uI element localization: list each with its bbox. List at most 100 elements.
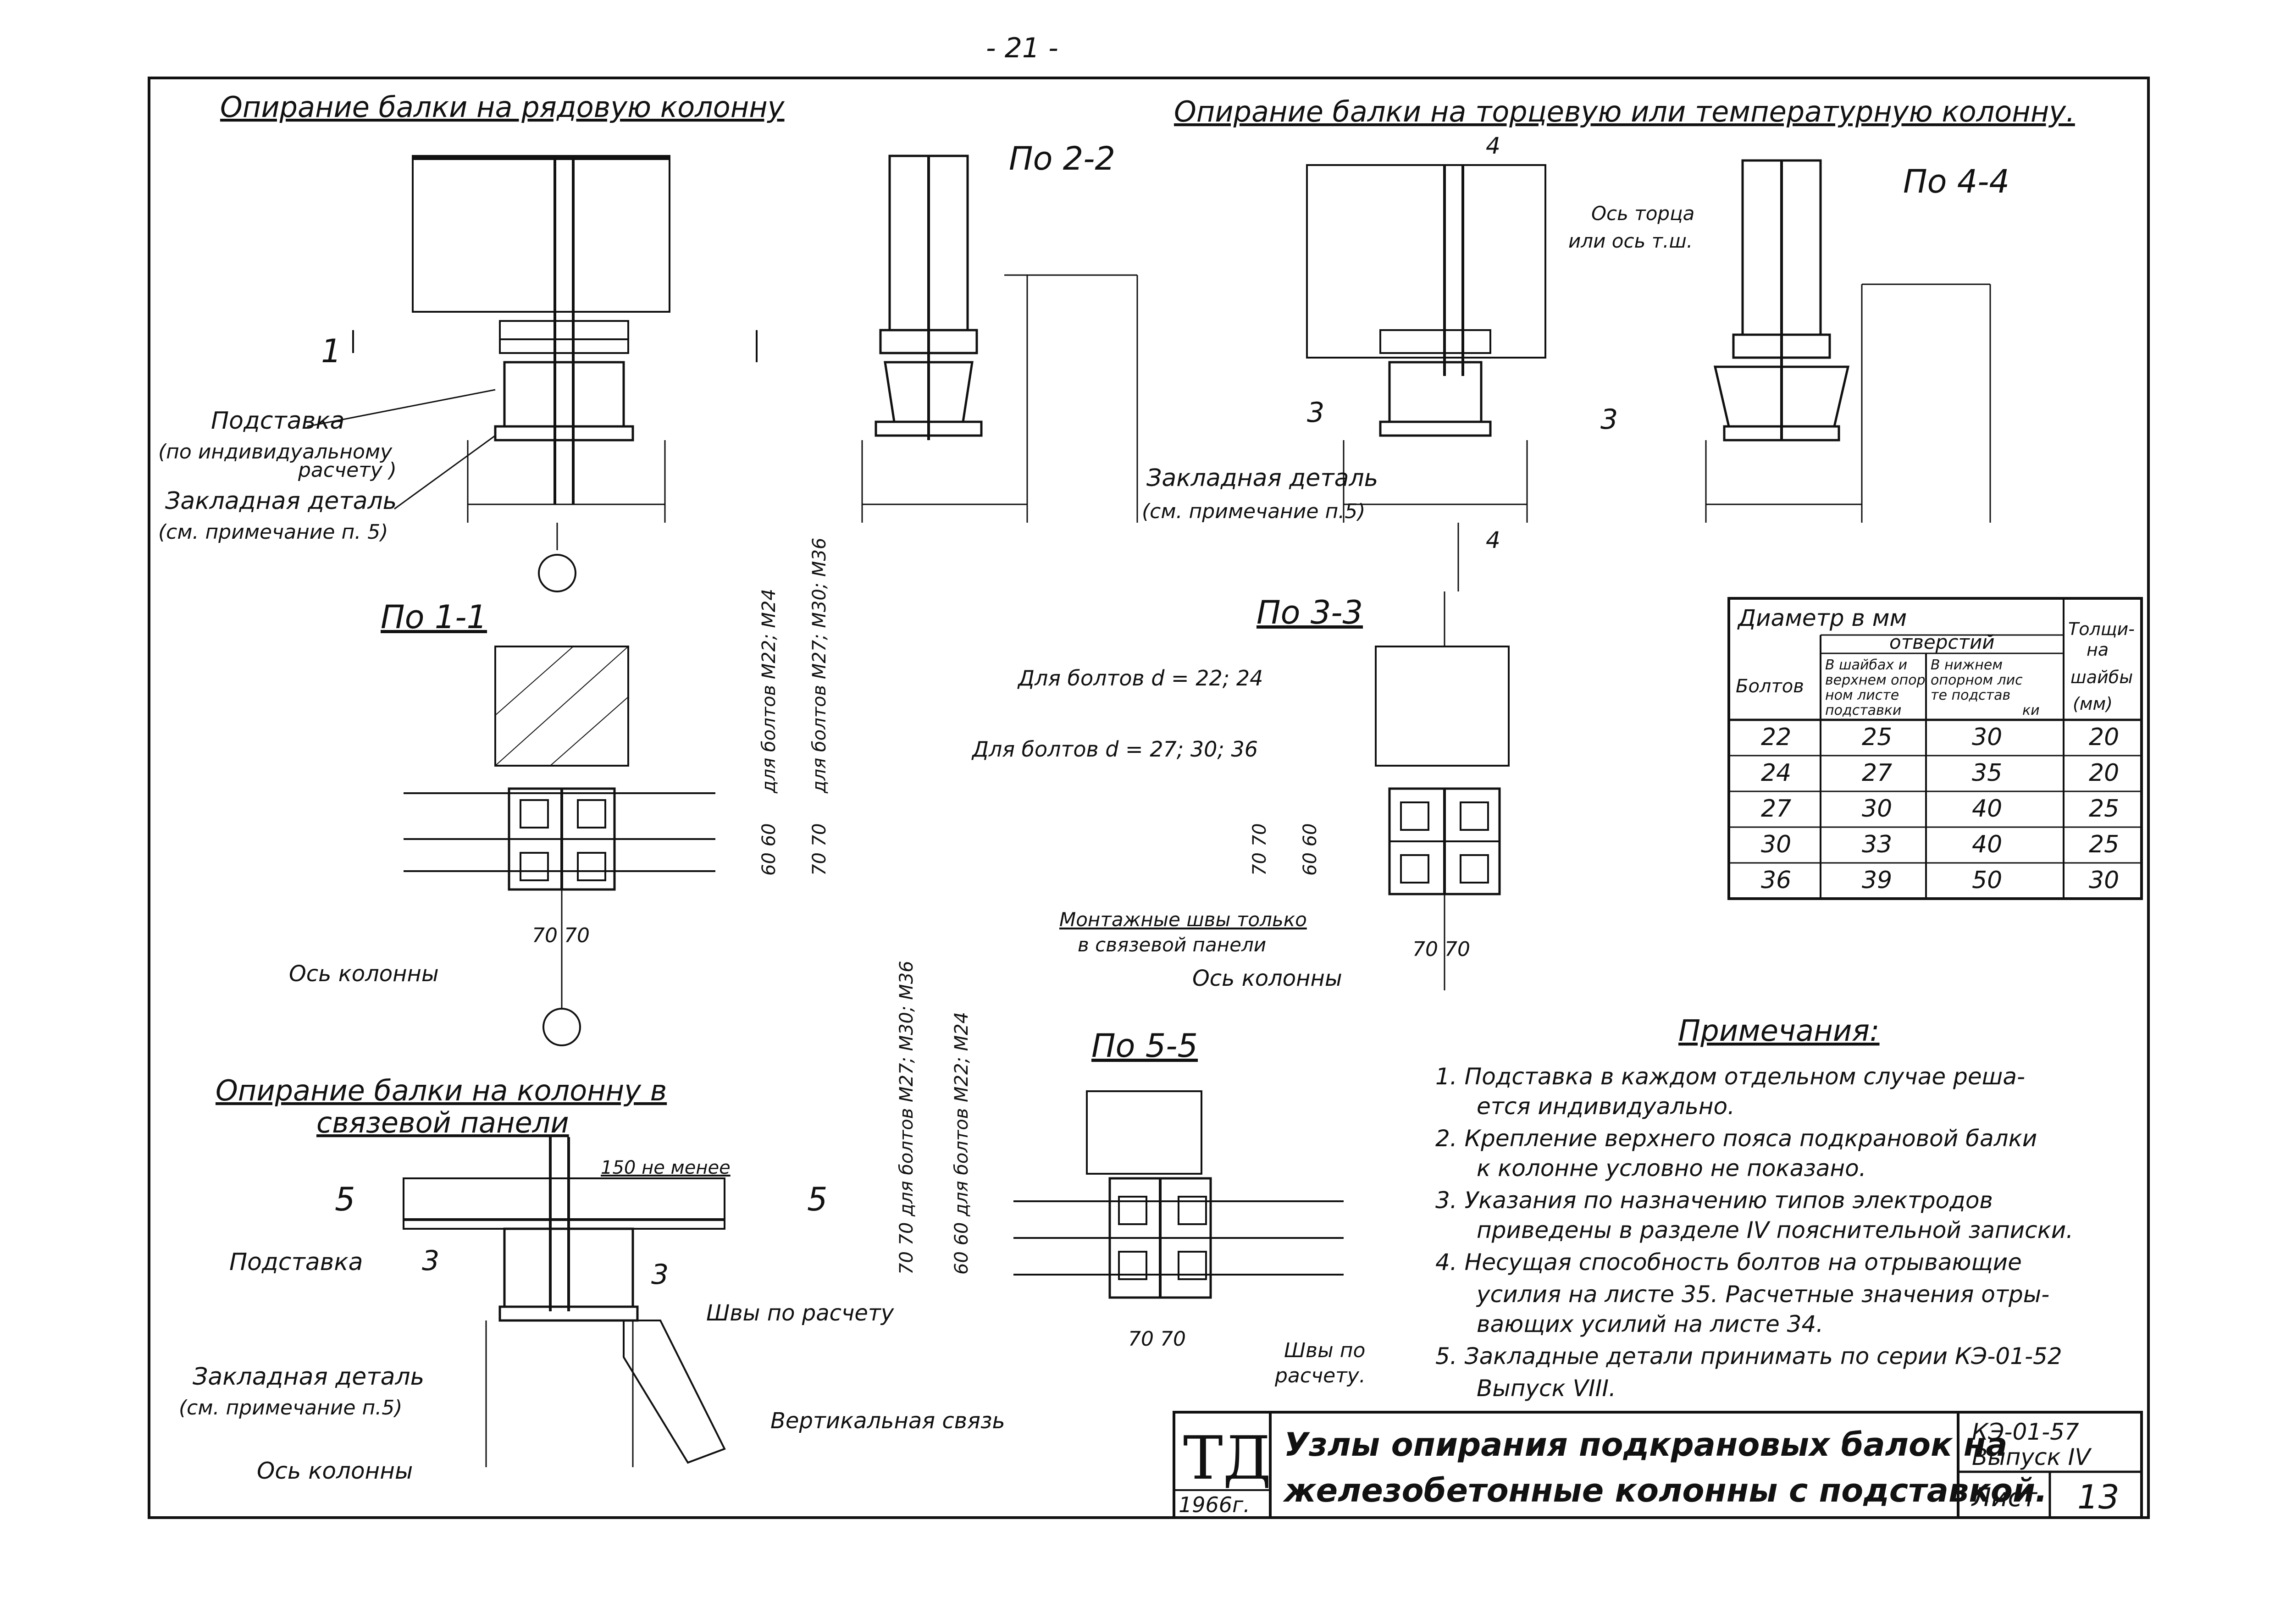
bracing-title-2: связевой панели xyxy=(316,1106,569,1139)
note-line: приведены в разделе IV пояснительной зап… xyxy=(1477,1217,2073,1243)
bracing-mark-3-right: 3 xyxy=(651,1259,669,1291)
section-1-1-dim-left: 60 60 xyxy=(758,823,780,876)
table-cell: 39 xyxy=(1862,867,1892,894)
page-number: - 21 - xyxy=(986,32,1058,64)
end-embedded-label: Закладная деталь xyxy=(1146,464,1378,492)
note-line: ется индивидуально. xyxy=(1477,1093,1735,1120)
stamp-sheet-number: 13 xyxy=(2077,1478,2120,1516)
table-col3-line4: ки xyxy=(2022,702,2040,718)
detail-ordinary-column: Опирание балки на рядовую колонну 1 Подс… xyxy=(158,90,785,592)
ordinary-column-title: Опирание балки на рядовую колонну xyxy=(220,90,785,124)
table-cell: 40 xyxy=(1972,795,2002,823)
section-3-3-title: По 3-3 xyxy=(1256,594,1363,631)
stand-note-2: расчету ) xyxy=(298,458,397,482)
table-thick-line4: (мм) xyxy=(2073,694,2113,714)
table-cell: 50 xyxy=(1972,867,2002,894)
table-cell: 30 xyxy=(1761,831,1791,858)
table-cell: 36 xyxy=(1761,867,1791,894)
note-line: усилия на листе 35. Расчетные значения о… xyxy=(1476,1281,2049,1308)
diameter-table: Диаметр в мм отверстий Болтов В шайбах и… xyxy=(1727,597,2143,900)
title-block: ТД 1966г. Узлы опирания подкрановых бало… xyxy=(1173,1411,2143,1519)
table-header-bolts: Болтов xyxy=(1736,676,1804,697)
bracing-stand-label: Подставка xyxy=(229,1248,363,1276)
detail-bracing-panel: Опирание балки на колонну в связевой пан… xyxy=(179,1074,1005,1484)
end-axis-label-1: Ось торца xyxy=(1591,202,1694,225)
table-cell: 30 xyxy=(2089,867,2119,894)
note-line: 3. Указания по назначению типов электрод… xyxy=(1435,1187,1993,1214)
detail-end-column: Опирание балки на торцевую или температу… xyxy=(1142,95,2075,591)
table-cell: 40 xyxy=(1972,831,2002,858)
stamp-sheet-label: Лист xyxy=(1971,1483,2037,1513)
end-column-title: Опирание балки на торцевую или температу… xyxy=(1174,95,2075,128)
section-5-5: По 5-5 70 70 для болтов М27; М30; М36 60… xyxy=(896,961,1366,1387)
stand-note-1: (по индивидуальному xyxy=(158,440,393,464)
stamp-issue: Выпуск IV xyxy=(1972,1444,2092,1470)
section-5-5-bolt-label-1: 70 70 для болтов М27; М30; М36 xyxy=(896,961,917,1275)
end-embedded-note: (см. примечание п.5) xyxy=(1142,500,1365,523)
section-5-5-title: По 5-5 xyxy=(1091,1027,1198,1065)
bracing-embedded-label: Закладная деталь xyxy=(193,1363,424,1391)
section-3-3-axis: Ось колонны xyxy=(1192,966,1342,991)
table-cell: 20 xyxy=(2089,724,2119,751)
section-1-1-axis: Ось колонны xyxy=(289,961,439,987)
table-col3-line1: В нижнем xyxy=(1931,657,2003,673)
section-1-1-title: По 1-1 xyxy=(381,598,487,636)
section-4-4-title: По 4-4 xyxy=(1903,163,2009,200)
section-1-1: По 1-1 70 70 Ось колонны 60 60 70 70 для… xyxy=(289,538,830,1046)
table-cell: 30 xyxy=(1972,724,2002,751)
table-thick-line2: на xyxy=(2087,640,2109,660)
sheet-frame xyxy=(148,77,2150,1519)
bracing-axis-label: Ось колонны xyxy=(257,1458,413,1484)
section-4-4: По 4-4 xyxy=(1705,159,2009,523)
bracing-embedded-note: (см. примечание п.5) xyxy=(179,1396,402,1420)
table-cell: 25 xyxy=(2089,795,2119,823)
note-line: 2. Крепление верхнего пояса подкрановой … xyxy=(1435,1125,2037,1152)
bracing-min-dim: 150 не менее xyxy=(601,1157,731,1178)
stand-label: Подставка xyxy=(211,407,345,435)
td-logo: ТД xyxy=(1183,1423,1271,1493)
end-mark-3-left: 3 xyxy=(1307,397,1324,429)
table-cell: 25 xyxy=(1862,724,1892,751)
section-5-5-bolt-label-2: 60 60 для болтов М22; М24 xyxy=(951,1012,972,1275)
section-3-3-bolts-1: Для болтов d = 22; 24 xyxy=(1017,666,1263,690)
table-col2-line4: подставки xyxy=(1825,702,1901,718)
section-3-3-dim-left1: 70 70 xyxy=(1249,823,1270,876)
table-col2-line3: ном листе xyxy=(1825,687,1899,703)
section-2-2: По 2-2 xyxy=(861,140,1138,523)
table-cell: 27 xyxy=(1862,759,1892,787)
section-3-3: По 3-3 Для болтов d = 22; 24 Для болтов … xyxy=(971,591,1510,991)
end-mark-4-bottom: 4 xyxy=(1486,527,1500,553)
section-1-1-dim-right: 70 70 xyxy=(809,823,830,876)
table-cell: 24 xyxy=(1761,759,1791,787)
table-cell: 25 xyxy=(2089,831,2119,858)
notes: Примечания: 1. Подставка в каждом отдель… xyxy=(1435,1014,2073,1402)
table-cell: 27 xyxy=(1761,795,1791,823)
section-3-3-welds-2: в связевой панели xyxy=(1078,934,1266,956)
stamp-title-2: железобетонные колонны с подставкой. xyxy=(1283,1472,2048,1509)
bracing-mark-5-right: 5 xyxy=(807,1181,828,1218)
note-line: 4. Несущая способность болтов на отрываю… xyxy=(1435,1249,2022,1276)
notes-title: Примечания: xyxy=(1678,1014,1880,1048)
table-header-diameter: Диаметр в мм xyxy=(1737,605,1907,631)
section-3-3-dim-bottom: 70 70 xyxy=(1412,938,1470,961)
table-col2-line1: В шайбах и xyxy=(1825,657,1907,673)
note-line: 1. Подставка в каждом отдельном случае р… xyxy=(1435,1063,2025,1090)
note-line: Выпуск VIII. xyxy=(1477,1375,1616,1402)
section-1-1-bolt-label-2: для болтов М27; М30; М36 xyxy=(809,538,830,794)
stamp-series: КЭ-01-57 xyxy=(1972,1419,2079,1445)
bracing-title-1: Опирание балки на колонну в xyxy=(216,1074,667,1107)
table-thick-line3: шайбы xyxy=(2070,667,2133,687)
section-1-1-dim-bottom: 70 70 xyxy=(532,924,590,947)
section-1-1-bolt-label-1: для болтов М22; М24 xyxy=(758,589,780,794)
section-3-3-bolts-2: Для болтов d = 27; 30; 36 xyxy=(971,737,1258,762)
stamp-year: 1966г. xyxy=(1179,1492,1250,1517)
table-header-holes: отверстий xyxy=(1889,631,1995,653)
table-col3-line3: те подстав xyxy=(1931,687,2010,703)
section-3-3-dim-left2: 60 60 xyxy=(1300,823,1321,876)
table-cell: 33 xyxy=(1862,831,1892,858)
table-cell: 22 xyxy=(1761,724,1791,751)
note-line: вающих усилий на листе 34. xyxy=(1477,1311,1823,1337)
note-line: 5. Закладные детали принимать по серии К… xyxy=(1435,1343,2062,1370)
embedded-part-label: Закладная деталь xyxy=(165,487,397,515)
